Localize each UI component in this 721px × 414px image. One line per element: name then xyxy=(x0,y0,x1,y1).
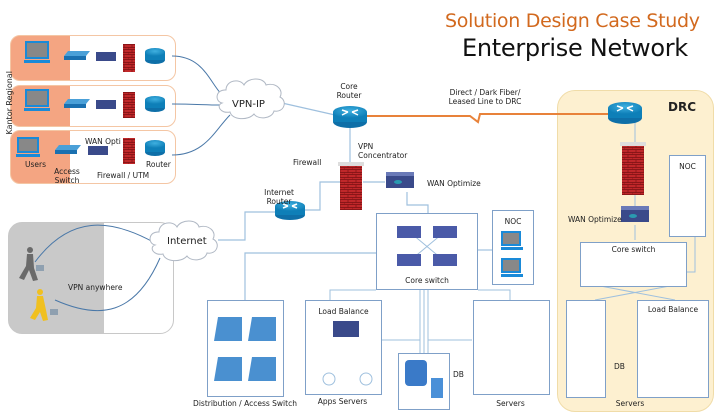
drc-title: DRC xyxy=(668,100,697,114)
wan-opti-label: WAN Opti xyxy=(85,137,121,146)
branch-switch-icon-1 xyxy=(64,51,90,60)
branch-wan-icon-1 xyxy=(96,52,116,61)
branch-wan-icon-2 xyxy=(96,100,116,109)
hq-core-switch-group: Core switch xyxy=(376,213,478,290)
branch-router-icon-2 xyxy=(145,96,165,112)
drc-servers-right-group: Load Balance xyxy=(637,300,709,398)
core-switches-icon xyxy=(397,226,457,266)
hq-noc-group: NOC xyxy=(492,210,534,285)
noc-pc-icons xyxy=(501,231,523,277)
servers-group xyxy=(473,300,550,395)
internet-label: Internet xyxy=(167,236,207,247)
vpn-anywhere-link-2 xyxy=(54,257,161,312)
apps-servers-label: Apps Servers xyxy=(317,397,368,406)
internet-cloud xyxy=(149,220,218,262)
db-label: DB xyxy=(453,370,464,379)
core-router-label: Core Router xyxy=(336,82,362,100)
drc-noc-group: NOC xyxy=(669,155,706,237)
hq-firewall-icon xyxy=(338,162,364,210)
apps-servers-group: Load Balance xyxy=(305,300,382,395)
branch-wan-icon-3 xyxy=(88,146,108,155)
branch-switch-icon-2 xyxy=(64,99,90,108)
branch-firewall-icon-1 xyxy=(123,44,135,72)
firewall-utm-label: Firewall / UTM xyxy=(97,171,150,180)
branch-pc-icon-2 xyxy=(24,89,50,111)
vpn-concentrator-label: VPN Concentrator xyxy=(358,142,408,160)
drc-load-balance-label: Load Balance xyxy=(647,305,699,314)
vpn-anywhere-label: VPN anywhere xyxy=(68,283,123,292)
drc-wan-optimize-label: WAN Optimize xyxy=(568,215,622,224)
branch-link-1 xyxy=(171,55,226,99)
branch-switch-icon-3 xyxy=(55,145,81,154)
branch-router-icon-1 xyxy=(145,48,165,64)
diagram-title: Enterprise Network xyxy=(462,34,688,62)
distribution-switch-label: Distribution / Access Switch xyxy=(193,399,297,408)
drc-servers-label: Servers xyxy=(615,399,645,408)
drc-core-switch-group: Core switch xyxy=(580,242,687,287)
db-icon xyxy=(405,360,443,398)
remote-user-icon-yellow xyxy=(30,289,58,321)
core-router-icon xyxy=(333,106,367,128)
drc-core-switch-label: Core switch xyxy=(611,245,656,254)
internet-router-icon xyxy=(275,201,305,220)
branch-firewall-icon-3 xyxy=(123,138,135,164)
branch-pc-icon-3 xyxy=(16,137,40,157)
drc-db-label: DB xyxy=(614,362,625,371)
app-server-icons xyxy=(322,372,373,386)
access-switch-label: Access Switch xyxy=(54,167,80,185)
drc-link-label: Direct / Dark Fiber/ Leased Line to DRC xyxy=(448,88,522,106)
vpn-anywhere-link-1 xyxy=(34,224,156,263)
diagram-subtitle: Solution Design Case Study xyxy=(445,10,700,32)
hq-wan-optimizer-icon xyxy=(386,172,414,188)
drc-firewall-icon xyxy=(620,142,646,195)
branch-firewall-icon-2 xyxy=(123,92,135,118)
servers-label: Servers xyxy=(496,399,525,408)
wan-optimize-label: WAN Optimize xyxy=(427,179,481,188)
drc-servers-left-group xyxy=(566,300,606,398)
branch-link-2 xyxy=(171,103,221,106)
vpn-ip-label: VPN-IP xyxy=(232,99,265,110)
load-balance-label: Load Balance xyxy=(318,307,369,316)
drc-noc-label: NOC xyxy=(679,162,696,171)
noc-label: NOC xyxy=(504,217,522,226)
internet-router-label: Internet Router xyxy=(264,188,294,206)
load-balancer-icon xyxy=(333,321,359,337)
db-group xyxy=(398,353,450,410)
core-switch-label: Core switch xyxy=(405,276,449,285)
branch-router-icon-3 xyxy=(145,140,165,156)
drc-fiber-link xyxy=(367,113,610,124)
drc-router-icon xyxy=(608,102,642,124)
router-label: Router xyxy=(146,160,171,169)
firewall-label: Firewall xyxy=(293,158,322,167)
distribution-switch-group xyxy=(207,300,284,397)
users-label: Users xyxy=(25,160,47,169)
drc-wan-optimizer-icon xyxy=(621,206,649,222)
distribution-switches-icon xyxy=(214,317,276,381)
branch-pc-icon-1 xyxy=(24,41,50,63)
vpn-ip-cloud xyxy=(216,78,285,120)
remote-user-icon-gray xyxy=(19,247,44,281)
branch-link-3 xyxy=(171,114,231,156)
